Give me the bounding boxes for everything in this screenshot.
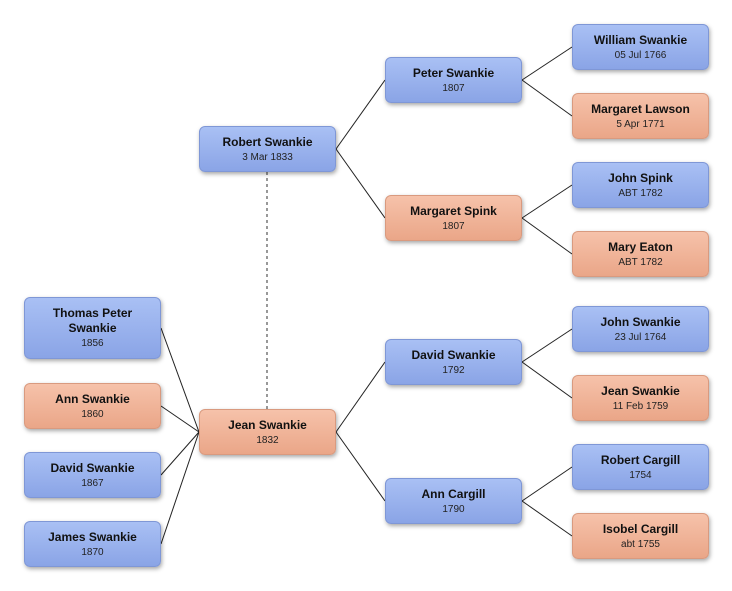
connector-david-jean-swankie xyxy=(521,361,573,399)
person-date: 11 Feb 1759 xyxy=(612,400,669,412)
connector-jean-james xyxy=(160,431,200,545)
person-date: 1790 xyxy=(442,503,465,515)
person-node-james-swankie[interactable]: James Swankie 1870 xyxy=(24,521,161,567)
person-node-mary-eaton[interactable]: Mary Eaton ABT 1782 xyxy=(572,231,709,277)
person-date: 1870 xyxy=(81,546,104,558)
person-date: 1860 xyxy=(81,408,104,420)
person-date: 1792 xyxy=(442,364,465,376)
person-node-peter-swankie[interactable]: Peter Swankie 1807 xyxy=(385,57,522,103)
person-date: ABT 1782 xyxy=(618,187,663,199)
person-node-isobel-cargill[interactable]: Isobel Cargill abt 1755 xyxy=(572,513,709,559)
person-node-ann-cargill[interactable]: Ann Cargill 1790 xyxy=(385,478,522,524)
person-name: Margaret Lawson xyxy=(591,101,690,116)
person-node-john-swankie[interactable]: John Swankie 23 Jul 1764 xyxy=(572,306,709,352)
person-name: Jean Swankie xyxy=(601,383,680,398)
connector-jean-ann xyxy=(335,431,386,502)
connector-david-john-swankie xyxy=(521,328,573,363)
person-node-robert-cargill[interactable]: Robert Cargill 1754 xyxy=(572,444,709,490)
person-name: Thomas Peter Swankie xyxy=(52,306,133,335)
person-name: Isobel Cargill xyxy=(602,521,679,536)
person-node-robert-swankie[interactable]: Robert Swankie 3 Mar 1833 xyxy=(199,126,336,172)
person-node-ann-swankie[interactable]: Ann Swankie 1860 xyxy=(24,383,161,429)
person-name: Peter Swankie xyxy=(412,65,495,80)
person-date: 1807 xyxy=(442,82,465,94)
person-name: James Swankie xyxy=(48,529,137,544)
person-name: David Swankie xyxy=(411,347,496,362)
person-date: 1832 xyxy=(256,434,279,446)
connector-robert-peter xyxy=(335,79,386,150)
person-date: 23 Jul 1764 xyxy=(614,331,667,343)
person-date: 3 Mar 1833 xyxy=(242,151,293,163)
person-node-jean-swankie-1759[interactable]: Jean Swankie 11 Feb 1759 xyxy=(572,375,709,421)
person-node-margaret-spink[interactable]: Margaret Spink 1807 xyxy=(385,195,522,241)
connector-ann-robert-cargill xyxy=(521,466,573,502)
person-date: abt 1755 xyxy=(621,538,660,550)
person-node-david-swankie-1792[interactable]: David Swankie 1792 xyxy=(385,339,522,385)
connector-jean-thomas xyxy=(160,327,200,433)
person-name: Mary Eaton xyxy=(608,239,673,254)
connector-jean-ann-swankie xyxy=(160,405,200,433)
person-date: 5 Apr 1771 xyxy=(616,118,665,130)
person-name: David Swankie xyxy=(50,460,135,475)
person-node-john-spink[interactable]: John Spink ABT 1782 xyxy=(572,162,709,208)
person-name: Margaret Spink xyxy=(410,203,497,218)
person-name: Ann Cargill xyxy=(421,486,486,501)
person-date: 05 Jul 1766 xyxy=(614,49,667,61)
connector-jean-david-swankie xyxy=(160,431,200,476)
connector-ann-isobel-cargill xyxy=(521,500,573,537)
person-name: Jean Swankie xyxy=(228,417,307,432)
person-node-william-swankie[interactable]: William Swankie 05 Jul 1766 xyxy=(572,24,709,70)
connector-jean-david xyxy=(335,361,386,433)
person-date: 1867 xyxy=(81,477,104,489)
person-node-david-swankie-1867[interactable]: David Swankie 1867 xyxy=(24,452,161,498)
person-name: Robert Cargill xyxy=(600,452,681,467)
person-name: John Spink xyxy=(608,170,673,185)
person-name: John Swankie xyxy=(600,314,681,329)
connector-peter-margaret-lawson xyxy=(521,79,573,117)
connector-margaret-mary-eaton xyxy=(521,217,573,255)
person-node-margaret-lawson[interactable]: Margaret Lawson 5 Apr 1771 xyxy=(572,93,709,139)
person-node-thomas-peter-swankie[interactable]: Thomas Peter Swankie 1856 xyxy=(24,297,161,359)
person-name: Robert Swankie xyxy=(222,134,313,149)
person-name: Ann Swankie xyxy=(55,391,130,406)
person-name: William Swankie xyxy=(593,32,688,47)
person-date: 1807 xyxy=(442,220,465,232)
person-date: ABT 1782 xyxy=(618,256,663,268)
person-date: 1856 xyxy=(81,338,104,349)
connector-robert-margaret-spink xyxy=(335,148,386,219)
person-node-jean-swankie[interactable]: Jean Swankie 1832 xyxy=(199,409,336,455)
connector-peter-william xyxy=(521,46,573,81)
connector-margaret-john-spink xyxy=(521,184,573,219)
person-date: 1754 xyxy=(629,469,652,481)
